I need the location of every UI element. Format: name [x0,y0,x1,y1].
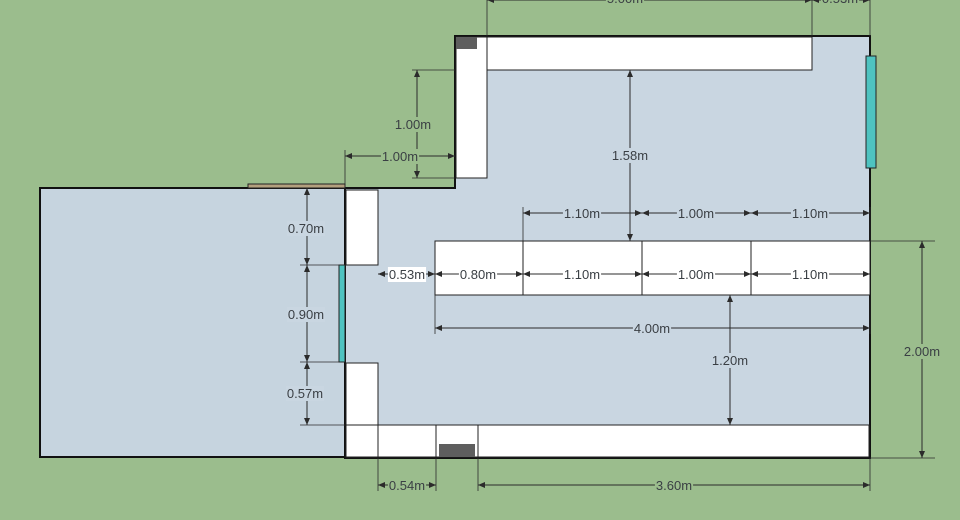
label-background [562,267,602,282]
label-background [393,117,433,132]
label-background [902,344,942,359]
arrowhead-icon [919,451,925,458]
arrowhead-icon [642,271,649,277]
label-background [654,478,694,493]
fixture-top [456,37,477,49]
dimension-label-gap-to-counter: 0.53m [389,267,425,282]
arrowhead-icon [523,271,530,277]
dimension-label-counter-total: 4.00m [634,321,670,336]
arrowhead-icon [727,295,733,302]
pillar-bottom [345,362,379,426]
label-background [820,0,860,6]
arrowhead-icon [378,482,385,488]
label-background [562,206,602,221]
arrowhead-icon [642,210,649,216]
dimension-labels: 5.00m 0.53m 1.00m 1.00m 1.58m 1.10m 1.00m 1.10m… [285,0,942,493]
arrowhead-icon [744,271,751,277]
arrowhead-icon [414,70,420,77]
arrowhead-icon [414,171,420,178]
dimension-label-counter-seg-4: 1.10m [792,267,828,282]
label-background [285,386,325,401]
label-background [605,0,645,6]
dimension-label-bottom-right: 3.60m [656,478,692,493]
arrowhead-icon [516,271,523,277]
window-left [338,264,346,363]
label-background [632,321,672,336]
dimension-label-pillar-bottom: 0.57m [287,386,323,401]
label-background [610,148,650,163]
arrowhead-icon [812,0,819,3]
arrowhead-icon [863,0,870,3]
dimension-label-upper-seg-3: 1.10m [792,206,828,221]
dimension-label-bottom-left: 0.54m [389,478,425,493]
dimension-label-counter-seg-1: 0.80m [460,267,496,282]
arrowhead-icon [523,210,530,216]
arrowhead-icon [863,271,870,277]
arrowhead-icon [805,0,812,3]
arrowhead-icon [487,0,494,3]
dimension-label-upper-seg-1: 1.10m [564,206,600,221]
arrowhead-icon [304,258,310,265]
window-right [865,55,877,169]
label-background [387,478,427,493]
top-wall-block [486,36,813,71]
arrowhead-icon [478,482,485,488]
arrowhead-icon [428,271,435,277]
dimension-label-upper-seg-2: 1.00m [678,206,714,221]
arrowhead-icon [751,210,758,216]
label-background [286,307,326,322]
dimension-label-pillar-top: 0.70m [288,221,324,236]
arrowhead-icon [863,325,870,331]
arrowhead-icon [863,482,870,488]
dimension-label-notch-width: 1.00m [382,149,418,164]
door [247,183,346,189]
dimension-label-counter-seg-3: 1.00m [678,267,714,282]
dimension-label-opening: 0.90m [288,307,324,322]
arrowhead-icon [345,153,352,159]
label-background [380,149,420,164]
arrowhead-icon [429,482,436,488]
dimension-label-counter-to-wall: 1.20m [712,353,748,368]
arrowhead-icon [627,70,633,77]
arrowhead-icon [304,355,310,362]
pillar-top [345,189,379,266]
arrowhead-icon [304,418,310,425]
arrowhead-icon [635,210,642,216]
arrowhead-icon [304,265,310,272]
dimension-lines [300,0,935,491]
dimension-label-counter-seg-2: 1.10m [564,267,600,282]
arrowhead-icon [635,271,642,277]
arrowhead-icon [627,234,633,241]
arrowhead-icon [304,188,310,195]
dimension-label-wall-depth: 1.00m [395,117,431,132]
label-background [676,206,716,221]
arrowhead-icon [751,271,758,277]
arrowhead-icon [863,210,870,216]
dimension-label-top-right: 0.53m [822,0,858,6]
label-background [710,353,750,368]
arrowhead-icon [378,271,385,277]
arrowhead-icon [304,362,310,369]
label-background [458,267,498,282]
label-background [387,267,427,282]
label-background [790,267,830,282]
arrowhead-icon [727,418,733,425]
bottom-wall-strip [345,424,870,458]
left-wall-column [455,36,488,179]
arrowhead-icon [435,271,442,277]
dimension-label-right-height: 2.00m [904,344,940,359]
arrowhead-icon [448,153,455,159]
arrowhead-icon [435,325,442,331]
arrowhead-icon [919,241,925,248]
label-background [676,267,716,282]
fixture-bottom [439,444,475,457]
dimension-label-to-counter: 1.58m [612,148,648,163]
arrowhead-icon [744,210,751,216]
dimension-label-top-width: 5.00m [607,0,643,6]
label-background [790,206,830,221]
label-background [286,221,326,236]
